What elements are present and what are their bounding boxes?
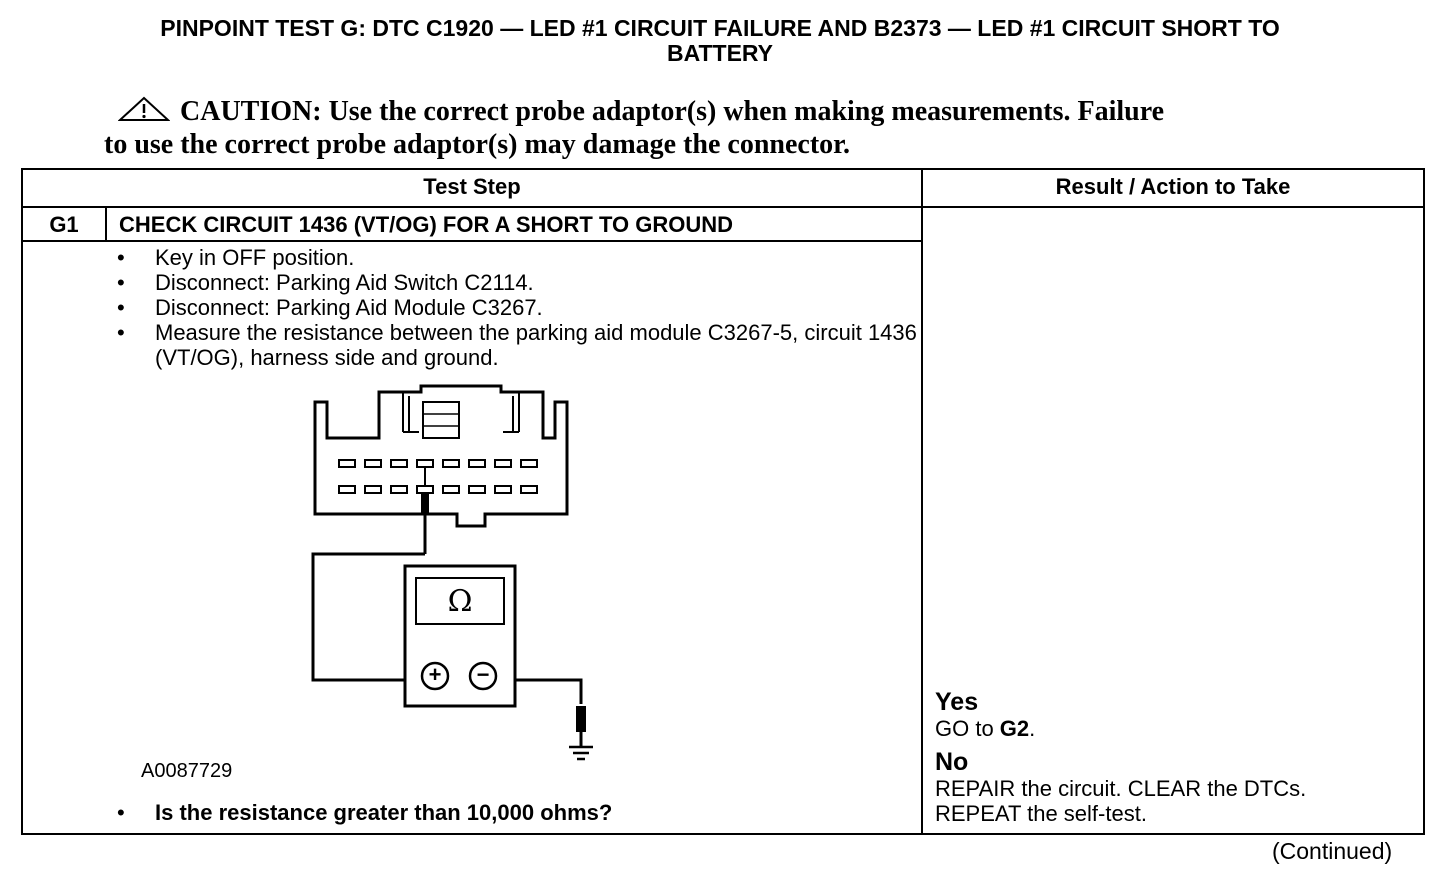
- measurement-diagram: Ω + −: [295, 384, 655, 769]
- header-result-action: Result / Action to Take: [923, 170, 1423, 208]
- yes-action-target: G2: [999, 716, 1030, 741]
- instruction-item: Disconnect: Parking Aid Module C3267.: [117, 295, 917, 320]
- yes-action: GO to G2.: [935, 716, 1415, 741]
- probe-positive: [421, 467, 429, 554]
- probe-negative: [576, 706, 586, 746]
- header-test-step: Test Step: [23, 170, 921, 208]
- minus-terminal-icon: −: [476, 662, 490, 687]
- yes-action-suffix: .: [1029, 716, 1036, 741]
- connector-meter-illustration: [311, 384, 593, 761]
- title-line-1: PINPOINT TEST G: DTC C1920 — LED #1 CIRC…: [160, 15, 1280, 41]
- caution-label: CAUTION:: [180, 96, 322, 127]
- test-table: Test Step Result / Action to Take G1 CHE…: [21, 168, 1425, 835]
- instruction-item: Disconnect: Parking Aid Switch C2114.: [117, 270, 917, 295]
- figure-id: A0087729: [141, 760, 233, 782]
- continued-note: (Continued): [1272, 838, 1393, 864]
- step-id: G1: [49, 212, 79, 237]
- caution-text-line-1: Use the correct probe adaptor(s) when ma…: [321, 96, 1165, 127]
- no-action-line-2: REPEAT the self-test.: [935, 801, 1147, 826]
- step-instructions: Key in OFF position. Disconnect: Parking…: [117, 245, 917, 370]
- page-title: PINPOINT TEST G: DTC C1920 — LED #1 CIRC…: [0, 16, 1440, 66]
- step-title: CHECK CIRCUIT 1436 (VT/OG) FOR A SHORT T…: [119, 212, 734, 237]
- step-title-divider: [23, 240, 921, 242]
- yes-label: Yes: [935, 688, 979, 716]
- connector-pins: [338, 459, 538, 494]
- step-question: Is the resistance greater than 10,000 oh…: [117, 800, 612, 825]
- title-line-2: BATTERY: [666, 40, 774, 66]
- caution-note: CAUTION: Use the correct probe adaptor(s…: [104, 96, 1324, 160]
- ground-symbol-icon: [569, 745, 593, 761]
- positive-lead: [311, 552, 425, 682]
- meter-display-symbol: Ω: [447, 584, 473, 619]
- yes-action-text: GO to: [935, 716, 1000, 741]
- column-divider: [921, 170, 923, 833]
- negative-lead: [515, 678, 583, 704]
- warning-triangle-icon: [117, 96, 171, 129]
- instruction-item: Key in OFF position.: [117, 245, 917, 270]
- caution-text-line-2: to use the correct probe adaptor(s) may …: [104, 129, 851, 160]
- instruction-item: Measure the resistance between the parki…: [117, 320, 917, 370]
- ohmmeter: [403, 564, 517, 708]
- result-action: Yes GO to G2. No REPAIR the circuit. CLE…: [935, 688, 1415, 826]
- no-action-line-1: REPAIR the circuit. CLEAR the DTCs.: [935, 776, 1307, 801]
- no-label: No: [935, 748, 969, 776]
- step-id-divider: [105, 206, 107, 242]
- plus-terminal-icon: +: [428, 662, 442, 687]
